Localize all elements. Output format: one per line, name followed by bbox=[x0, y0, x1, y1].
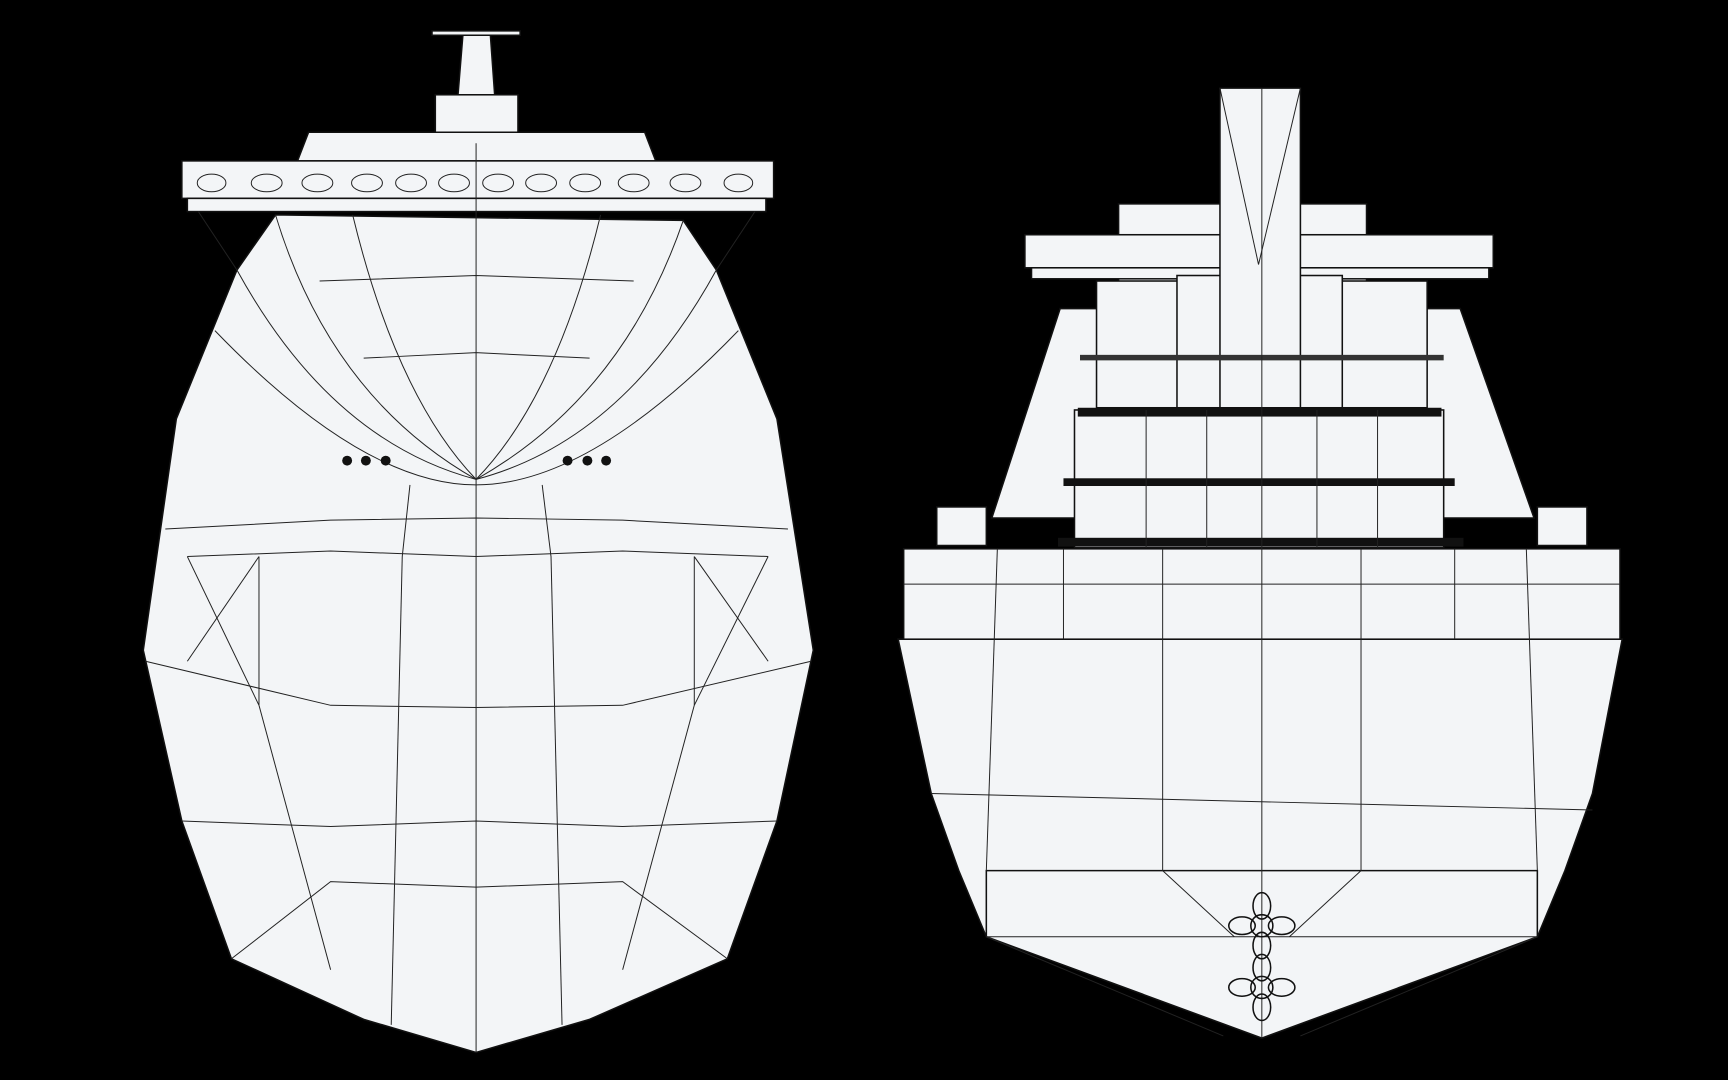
hawse-holes bbox=[342, 455, 612, 466]
lifeboats bbox=[196, 173, 754, 193]
propellers bbox=[1228, 891, 1296, 1022]
ship-bow-view bbox=[142, 30, 815, 1054]
ship-stern-view bbox=[897, 87, 1624, 1039]
